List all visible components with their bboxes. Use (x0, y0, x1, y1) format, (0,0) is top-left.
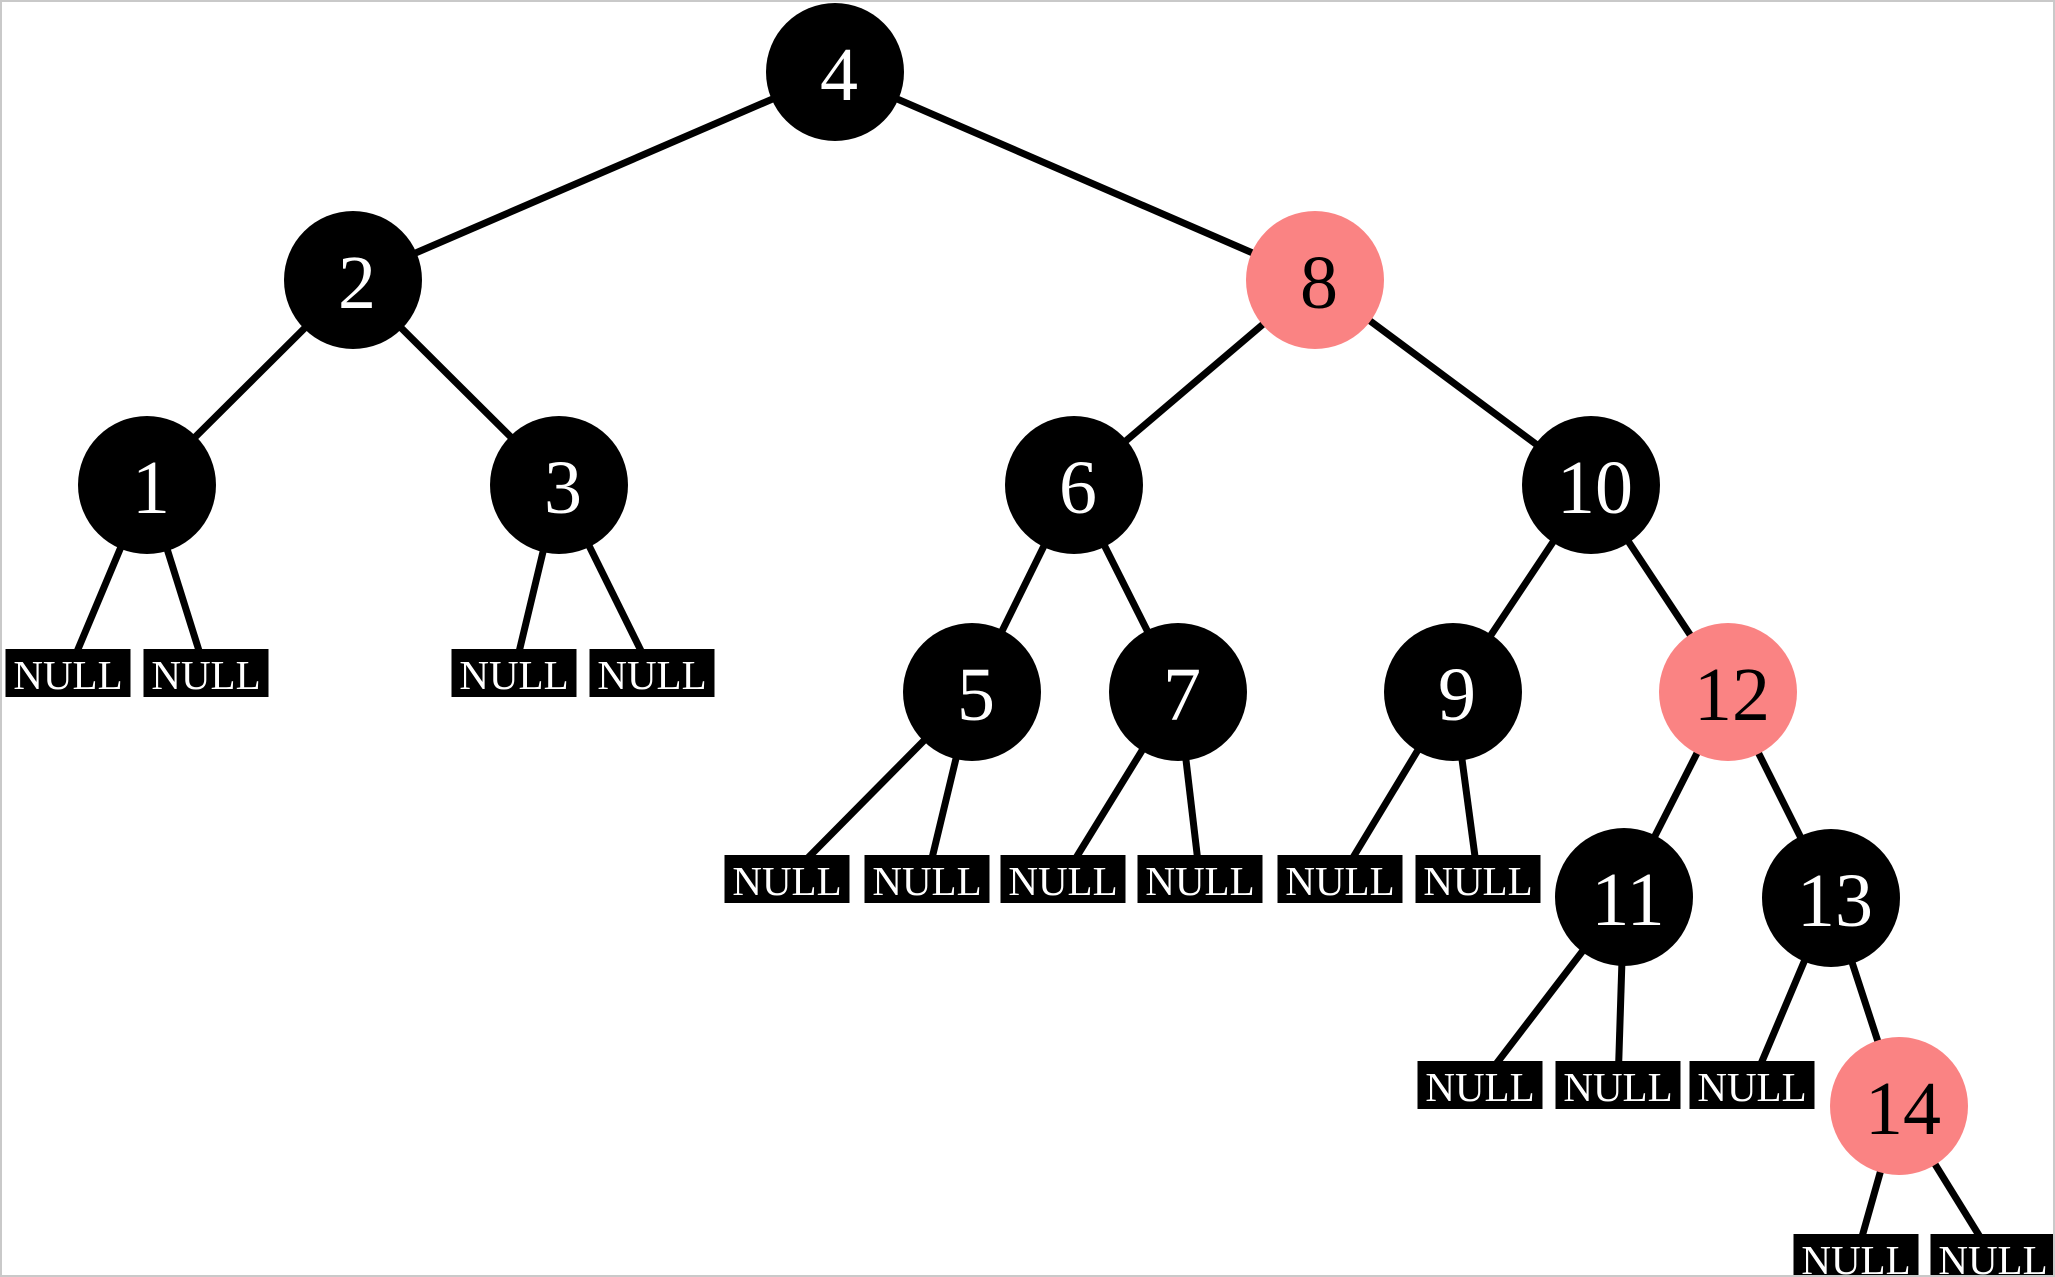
tree-node-3-black (490, 416, 628, 554)
tree-node-6-black (1005, 416, 1143, 554)
tree-node-8-red (1246, 211, 1384, 349)
null-leaf-box (864, 855, 990, 903)
null-leaf-box (1689, 1061, 1815, 1109)
null-leaf-box (1415, 855, 1541, 903)
tree-node-11-black (1555, 828, 1693, 966)
tree-node-14-red (1830, 1037, 1968, 1175)
null-leaf-box (1793, 1234, 1919, 1275)
tree-node-12-red (1659, 623, 1797, 761)
tree-node-10-black (1522, 416, 1660, 554)
null-leaf-box (143, 649, 269, 697)
tree-node-1-black (78, 416, 216, 554)
tree-node-7-black (1109, 623, 1247, 761)
null-leaf-box (5, 649, 131, 697)
tree-node-5-black (903, 623, 1041, 761)
tree-node-2-black (284, 211, 422, 349)
null-leaf-box (1277, 855, 1403, 903)
null-leaf-box (1417, 1061, 1543, 1109)
null-leaf-box (1930, 1234, 2053, 1275)
null-leaf-box (451, 649, 577, 697)
tree-node-13-black (1762, 829, 1900, 967)
null-leaf-box (1555, 1061, 1681, 1109)
tree-edge-4-8 (833, 68, 1317, 284)
null-leaf-box (724, 855, 850, 903)
tree-edge-4-2 (351, 68, 837, 284)
tree-node-4-black (766, 3, 904, 141)
null-leaf-box (1137, 855, 1263, 903)
null-leaf-box (1000, 855, 1126, 903)
tree-node-9-black (1384, 623, 1522, 761)
null-leaf-box (589, 649, 715, 697)
